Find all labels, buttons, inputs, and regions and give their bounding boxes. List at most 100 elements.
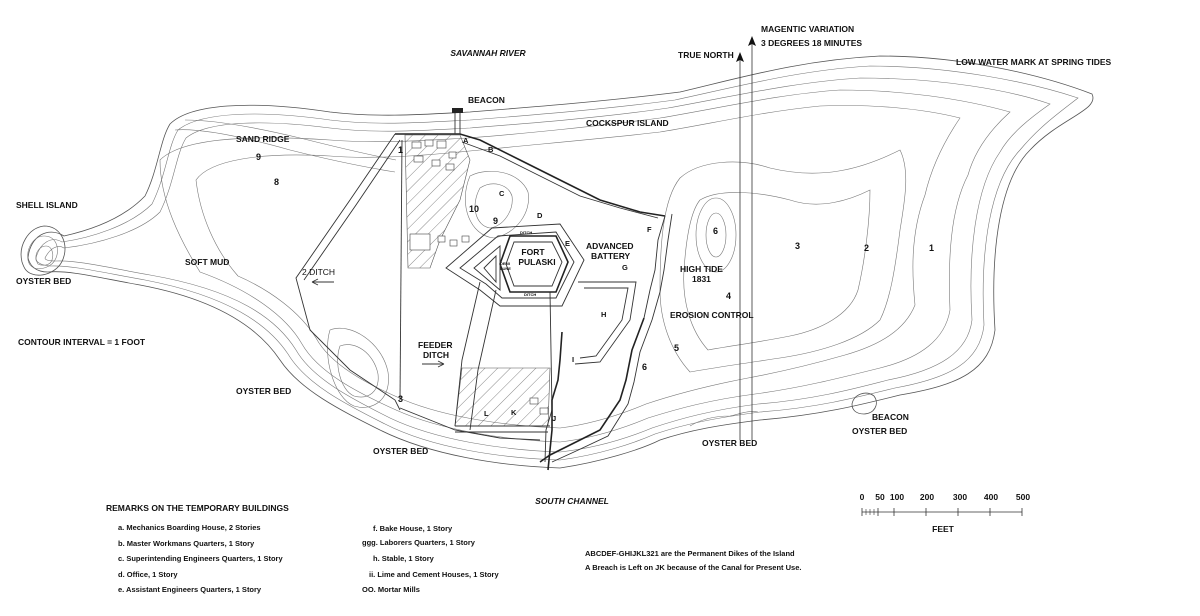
remarks-title: REMARKS ON THE TEMPORARY BUILDINGS: [106, 503, 289, 513]
temporary-building: [437, 235, 446, 243]
high-tide-label: HIGH TIDE: [680, 264, 723, 274]
remark-item: c. Superintending Engineers Quarters, 1 …: [118, 554, 283, 563]
south-channel-label: SOUTH CHANNEL: [535, 496, 609, 506]
contour-hill: [705, 212, 727, 258]
contour-number: 9: [493, 216, 498, 226]
advanced-battery-label-2: BATTERY: [591, 251, 631, 261]
contour-number: 6: [713, 226, 718, 236]
fort-glacis: [445, 223, 585, 307]
sand-ridge-label: SAND RIDGE: [236, 134, 290, 144]
dike-shore-j-outer: [551, 319, 653, 463]
contour-line: [159, 89, 1011, 443]
contour-number: 9: [256, 152, 261, 162]
contour-hill: [695, 197, 737, 273]
arrow-west: [311, 278, 334, 286]
hatched-yard-south: [454, 367, 551, 427]
temporary-building: [436, 140, 447, 149]
contour-line: [659, 149, 907, 373]
temporary-building: [529, 397, 539, 405]
temporary-building: [411, 141, 422, 149]
contour-number: 5: [674, 343, 679, 353]
building-areas: [404, 134, 551, 427]
remark-item: b. Master Workmans Quarters, 1 Story: [118, 539, 255, 548]
contour-number: 1: [929, 243, 934, 253]
oyster-bed-right-label: OYSTER BED: [852, 426, 907, 436]
island-contours: [20, 55, 1094, 469]
labels: SAVANNAH RIVER SOUTH CHANNEL TRUE NORTH …: [16, 24, 1112, 506]
fort-pulaski: [445, 223, 585, 307]
fort-walls-inner: [505, 241, 563, 287]
island-outline: [27, 55, 1094, 469]
feeder-ditch-label-2: DITCH: [423, 350, 449, 360]
oyster-bed-left-label: OYSTER BED: [16, 276, 71, 286]
dike-letter: C: [499, 189, 505, 198]
remark-item: h. Stable, 1 Story: [373, 554, 435, 563]
scale-tick-label: 50: [875, 492, 885, 502]
dike-shore-j: [539, 317, 645, 463]
contour-line: [195, 105, 961, 429]
fort-ditch-outer: [459, 231, 575, 299]
contour-line: [35, 65, 1079, 461]
dike-3-south: [399, 407, 541, 441]
scale-unit: FEET: [932, 524, 955, 534]
contour-line: [683, 189, 871, 351]
scale-tick-label: 200: [920, 492, 934, 502]
beacon-pier: [454, 110, 461, 134]
ditch-i: [544, 291, 553, 463]
temporary-building: [539, 407, 549, 415]
remark-item: e. Assistant Engineers Quarters, 1 Story: [118, 585, 262, 594]
contour-number: 2: [864, 243, 869, 253]
feeder-ditch-left: [454, 281, 481, 427]
temporary-building: [449, 239, 458, 247]
demilune-inner: [483, 254, 497, 284]
scale-tick-label: 0: [860, 492, 865, 502]
contour-number: 3: [795, 241, 800, 251]
shell-island-outline: [20, 225, 66, 276]
feeder-ditch-label: FEEDER: [418, 340, 452, 350]
magnetic-variation-degrees: 3 DEGREES 18 MINUTES: [761, 38, 862, 48]
oyster-bed-bottom-label: OYSTER BED: [373, 446, 428, 456]
dike-letter: I: [572, 355, 574, 364]
scale-bar: 0 50 100 200 300 400 500 FEET: [860, 492, 1031, 534]
arrow-east: [422, 360, 445, 368]
ditch-label: 2 DITCH: [302, 267, 335, 277]
temporary-building: [445, 163, 455, 171]
oyster-bed-bottom-right-label: OYSTER BED: [702, 438, 757, 448]
dikes-note: ABCDEF-GHIJKL321 are the Permanent Dikes…: [585, 549, 801, 572]
contour-line: [184, 119, 397, 161]
true-north-arrow: [736, 52, 744, 62]
dike-letter: B: [488, 145, 494, 154]
temporary-building: [413, 155, 424, 163]
canal-breach-jk: [547, 331, 563, 471]
scale-tick-label: 500: [1016, 492, 1030, 502]
dike-f-g-outer: [651, 213, 673, 321]
temporary-building: [448, 151, 457, 159]
beacon-right-label: BEACON: [872, 412, 909, 422]
scale-tick-label: 300: [953, 492, 967, 502]
high-tide-year: 1831: [692, 274, 711, 284]
temporary-building: [409, 233, 431, 251]
remark-item: OO. Mortar Mills: [362, 585, 420, 594]
dike-letter: A: [463, 136, 469, 145]
dike-west: [295, 133, 401, 411]
true-north-label: TRUE NORTH: [678, 50, 734, 60]
contour-line: [327, 328, 389, 408]
dike-letter: H: [601, 310, 606, 319]
advanced-battery-label: ADVANCED: [586, 241, 634, 251]
dike-letter: K: [511, 408, 517, 417]
dike-h-inner: [579, 287, 629, 359]
dike-letter: D: [537, 211, 543, 220]
contour-line: [174, 129, 396, 173]
contour-line: [44, 77, 1051, 453]
contour-number: 10: [469, 204, 479, 214]
remark-item: f. Bake House, 1 Story: [373, 524, 453, 533]
demilune-label: DEMI: [500, 261, 510, 266]
contour-number: 4: [726, 291, 731, 301]
magnetic-north-arrow: [748, 36, 756, 46]
dike-f-g: [643, 215, 666, 319]
dike-1-3: [399, 139, 403, 401]
beacon-marker: [452, 108, 463, 113]
remark-item: ii. Lime and Cement Houses, 1 Story: [369, 570, 499, 579]
cockspur-island-label: COCKSPUR ISLAND: [586, 118, 669, 128]
